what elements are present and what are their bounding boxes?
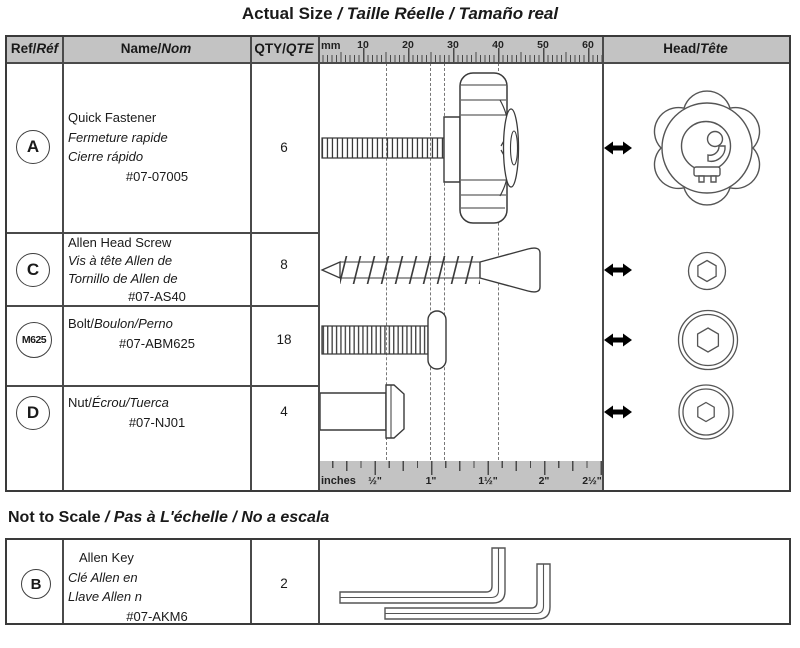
row-name-bolt: Bolt/Boulon/Perno #07-ABM625: [68, 314, 246, 353]
column-divider: [62, 540, 64, 623]
row-name-allen-key: Allen Key Clé Allen en Llave Allen n #07…: [68, 548, 246, 626]
actual-size-table: Ref/Réf Name/Nom QTY/QTE Head/Tête mm 10…: [5, 35, 791, 492]
name-en: Allen Key: [79, 550, 134, 565]
name-fr: Fermeture rapide: [68, 129, 168, 145]
row-name-nut: Nut/Écrou/Tuerca #07-NJ01: [68, 393, 246, 432]
inch-tick-label: 1½": [478, 475, 498, 487]
row-name-allen-head-screw: Allen Head Screw Vis à tête Allen de Tor…: [68, 234, 246, 306]
bolt-drawing: [322, 311, 446, 369]
mm-tick-label: 20: [402, 39, 414, 51]
ref-badge-m625: M625: [16, 322, 52, 358]
column-divider: [250, 540, 252, 623]
mm-ruler-label: mm: [321, 40, 341, 52]
allen-key-drawing: [385, 564, 550, 619]
part-number: #07-AKM6: [126, 608, 188, 624]
name-en: Allen Head Screw: [68, 235, 172, 250]
size-arrow-icon: [604, 263, 632, 277]
title-actual-i18n: / Taille Réelle / Tamaño real: [332, 4, 559, 23]
header-divider: [7, 62, 789, 64]
fastener-drawings: [318, 62, 602, 460]
column-divider: [62, 37, 64, 490]
ref-badge-a: A: [16, 130, 50, 164]
name-es: Cierre rápido: [68, 149, 144, 164]
title-nts-i18n: / Pas à L'échelle / No a escala: [100, 509, 330, 526]
qty-allen-key: 2: [280, 576, 288, 591]
name-fr: Clé Allen en: [68, 569, 138, 585]
row-divider: [7, 232, 318, 234]
quick-fastener-drawing: [322, 73, 519, 223]
mm-tick-label: 40: [492, 39, 504, 51]
ref-badge-d: D: [16, 396, 50, 430]
mm-tick-label: 30: [447, 39, 459, 51]
allen-key-drawings: [318, 540, 789, 623]
inch-tick-label: 2": [538, 475, 550, 487]
part-number: #07-07005: [125, 168, 189, 184]
mm-tick-label: 60: [582, 39, 594, 51]
column-divider: [318, 37, 320, 490]
name-fr: Vis à tête Allen de: [68, 253, 173, 268]
part-number: #07-NJ01: [128, 414, 186, 430]
hex-socket-head-icon: [679, 311, 738, 370]
name-line: Bolt/Boulon/Perno: [68, 316, 173, 331]
size-arrow-icon: [604, 405, 632, 419]
qty-quick-fastener: 6: [280, 140, 288, 155]
name-en: Quick Fastener: [68, 110, 157, 125]
qty-bolt: 18: [276, 332, 292, 347]
inch-ruler-label: inches: [321, 475, 356, 487]
header-name: Name/Nom: [120, 41, 192, 56]
nut-drawing: [320, 385, 404, 438]
name-es: Llave Allen n: [68, 589, 142, 604]
inch-major-ticks: [318, 461, 602, 475]
hex-socket-head-icon: [679, 385, 733, 439]
column-divider: [602, 37, 604, 490]
head-views: [604, 62, 791, 490]
page-title-actual-size: Actual Size / Taille Réelle / Tamaño rea…: [0, 4, 800, 24]
header-qty: QTY/QTE: [254, 41, 314, 56]
name-line: Nut/Écrou/Tuerca: [68, 395, 169, 410]
column-divider: [318, 540, 320, 623]
star-knob-head-icon: [654, 91, 759, 205]
mm-tick-label: 10: [357, 39, 369, 51]
size-arrow-icon: [604, 333, 632, 347]
row-divider: [7, 385, 318, 387]
not-to-scale-table: B Allen Key Clé Allen en Llave Allen n #…: [5, 538, 791, 625]
inch-tick-label: 2½": [582, 475, 602, 487]
ref-badge-b: B: [21, 569, 51, 599]
title-actual-en: Actual Size: [241, 4, 333, 23]
header-head: Head/Tête: [663, 41, 728, 56]
allen-head-screw-drawing: [322, 248, 540, 292]
mm-tick-label: 50: [537, 39, 549, 51]
name-es: Tornillo de Allen de: [68, 271, 178, 286]
hex-socket-head-icon: [689, 253, 726, 290]
page-title-not-to-scale: Not to Scale / Pas à L'échelle / No a es…: [8, 509, 329, 527]
title-nts-en: Not to Scale: [8, 509, 101, 526]
part-number: #07-ABM625: [119, 335, 195, 351]
qty-allen-head-screw: 8: [280, 257, 288, 272]
size-arrow-icons: [604, 141, 632, 419]
inch-tick-label: ½": [368, 475, 382, 487]
row-divider: [7, 305, 318, 307]
part-number: #07-AS40: [128, 289, 186, 304]
mm-major-ticks: [318, 48, 602, 62]
size-arrow-icon: [604, 141, 632, 155]
ref-badge-c: C: [16, 253, 50, 287]
header-ref: Ref/Réf: [10, 41, 59, 56]
column-divider: [250, 37, 252, 490]
qty-nut: 4: [280, 404, 288, 419]
row-name-quick-fastener: Quick Fastener Fermeture rapide Cierre r…: [68, 108, 246, 186]
allen-key-drawing: [340, 548, 505, 603]
inch-tick-label: 1": [425, 475, 437, 487]
